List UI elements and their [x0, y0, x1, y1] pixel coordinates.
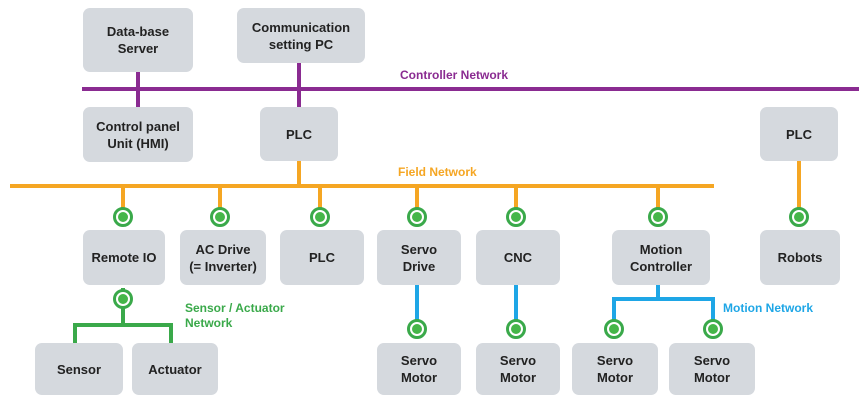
plc-main-field-link: [297, 161, 301, 186]
cnc-motor-link: [514, 285, 518, 325]
sensor-link: [73, 323, 77, 343]
servo-drive-drop: [415, 186, 419, 216]
controller-network-bus: [82, 87, 859, 91]
servo-drive-box: Servo Drive: [377, 230, 461, 285]
motion-controller-node: [648, 207, 668, 227]
motion-controller-box: Motion Controller: [612, 230, 710, 285]
sensor-network-bus: [73, 323, 173, 327]
plc-right-robots-link: [797, 161, 801, 216]
remote-io-drop: [121, 186, 125, 216]
servo-motor-1-node: [407, 319, 427, 339]
motion-network-label: Motion Network: [723, 301, 813, 315]
plc-right-box: PLC: [760, 107, 838, 161]
servo-motor-4-link: [711, 297, 715, 325]
motion-controller-drop-blue: [656, 285, 660, 299]
servo-motor-1-box: Servo Motor: [377, 343, 461, 395]
robots-box: Robots: [760, 230, 840, 285]
field-network-bus: [10, 184, 714, 188]
actuator-link: [169, 323, 173, 343]
controller-network-label: Controller Network: [400, 68, 509, 82]
remote-io-node: [113, 207, 133, 227]
database-server-link: [136, 72, 140, 107]
control-panel-box: Control panel Unit (HMI): [83, 107, 193, 162]
plc-field-box: PLC: [280, 230, 364, 285]
database-server-box: Data-base Server: [83, 8, 193, 72]
servo-drive-node: [407, 207, 427, 227]
robots-node: [789, 207, 809, 227]
servo-motor-3-box: Servo Motor: [572, 343, 658, 395]
servo-motor-2-node: [506, 319, 526, 339]
servo-motor-2-box: Servo Motor: [476, 343, 560, 395]
plc-main-box: PLC: [260, 107, 338, 161]
remote-io-box: Remote IO: [83, 230, 165, 285]
plc-field-drop: [318, 186, 322, 216]
cnc-node: [506, 207, 526, 227]
comm-pc-box: Communication setting PC: [237, 8, 365, 63]
sensor-network-label: Sensor / Actuator Network: [185, 301, 285, 330]
ac-drive-box: AC Drive (= Inverter): [180, 230, 266, 285]
ac-drive-node: [210, 207, 230, 227]
plc-field-node: [310, 207, 330, 227]
ac-drive-drop: [218, 186, 222, 216]
servo-motor-4-node: [703, 319, 723, 339]
actuator-box: Actuator: [132, 343, 218, 395]
servo-motor-4-box: Servo Motor: [669, 343, 755, 395]
motion-network-bus: [612, 297, 715, 301]
comm-pc-link: [297, 63, 301, 107]
sensor-box: Sensor: [35, 343, 123, 395]
cnc-drop: [514, 186, 518, 216]
motion-controller-drop: [656, 186, 660, 216]
servo-drive-motor-link: [415, 285, 419, 325]
remote-io-sensor-node: [113, 289, 133, 309]
cnc-box: CNC: [476, 230, 560, 285]
servo-motor-3-link: [612, 297, 616, 325]
field-network-label: Field Network: [398, 165, 477, 179]
servo-motor-3-node: [604, 319, 624, 339]
